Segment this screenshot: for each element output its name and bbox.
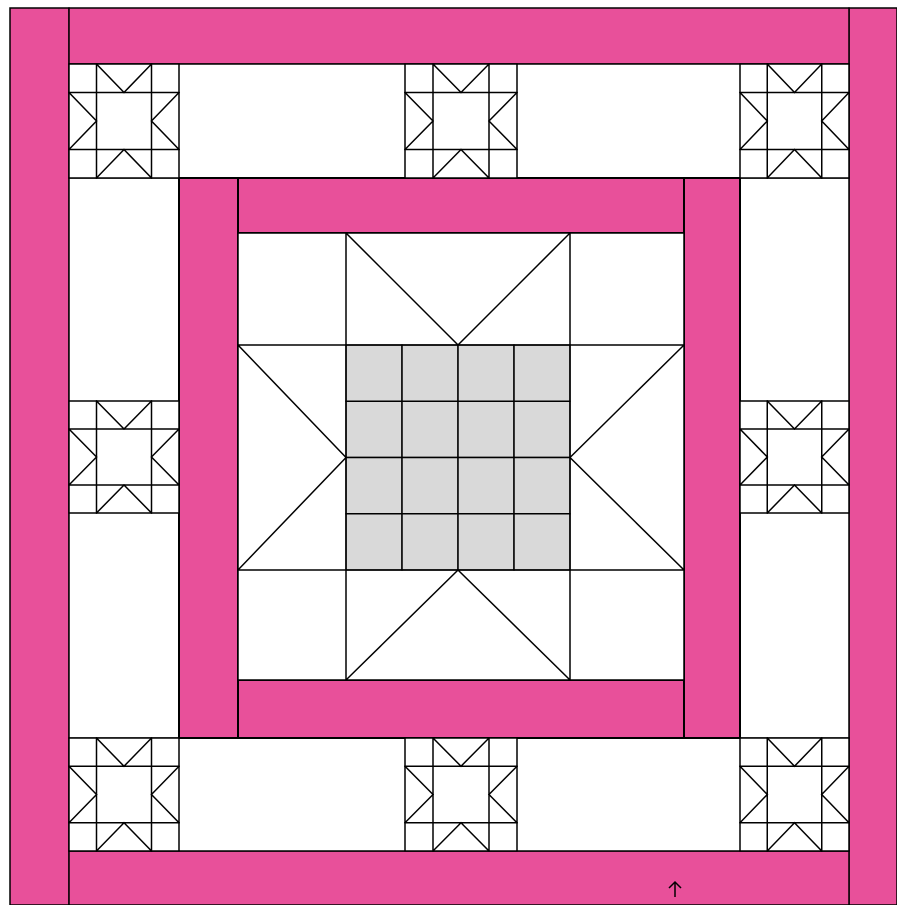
center-grid-cell: [514, 514, 570, 570]
center-grid-cell: [402, 345, 458, 401]
center-grid-cell: [458, 401, 514, 457]
small-star-block: [405, 64, 517, 178]
inner-border-left: [179, 178, 238, 738]
small-star-block: [740, 738, 849, 851]
inner-border-right: [684, 178, 740, 738]
center-grid-cell: [402, 401, 458, 457]
outer-border-top: [69, 8, 849, 64]
center-grid-cell: [514, 345, 570, 401]
small-star-block: [740, 64, 849, 178]
center-grid-cell: [458, 345, 514, 401]
center-grid-cell: [514, 458, 570, 514]
outer-border-bottom: [69, 851, 849, 905]
center-grid-cell: [402, 458, 458, 514]
outer-border-left: [10, 8, 69, 905]
center-grid-cell: [402, 514, 458, 570]
outer-border-right: [849, 8, 897, 905]
center-grid-cell: [346, 514, 402, 570]
small-star-block: [69, 401, 179, 513]
center-grid-cell: [514, 401, 570, 457]
small-star-block: [740, 401, 849, 513]
small-star-block: [69, 738, 179, 851]
center-grid-cell: [458, 458, 514, 514]
small-star-block: [69, 64, 179, 178]
small-star-block: [405, 738, 517, 851]
center-grid-cell: [346, 345, 402, 401]
center-grid-cell: [346, 401, 402, 457]
inner-border-top: [238, 178, 684, 233]
inner-border-bottom: [238, 680, 684, 738]
center-grid-cell: [458, 514, 514, 570]
quilt-layout: [10, 8, 897, 905]
center-grid-cell: [346, 458, 402, 514]
